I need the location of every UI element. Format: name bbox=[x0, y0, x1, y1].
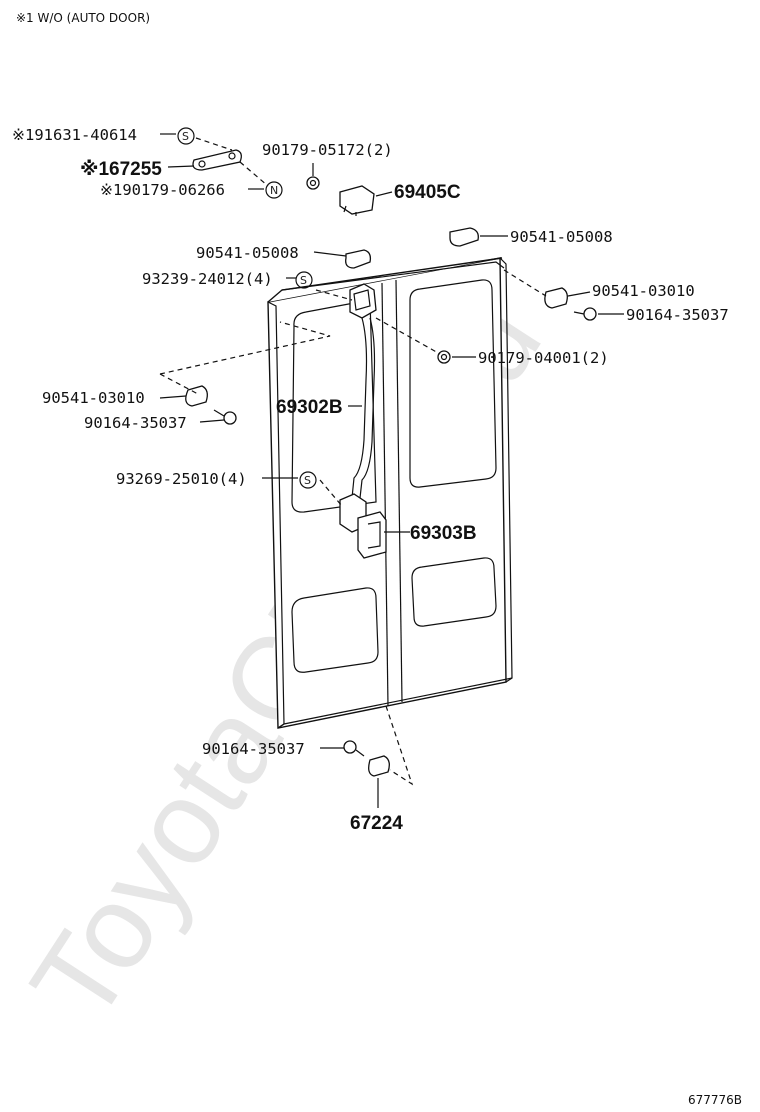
label-67255: ※167255 bbox=[80, 159, 162, 180]
label-90179-05172: 90179-05172(2) bbox=[262, 141, 393, 159]
symbol-n-90179-06266: N bbox=[265, 181, 283, 199]
bracket-69405c bbox=[339, 185, 375, 216]
label-90179-04001: 90179-04001(2) bbox=[478, 349, 609, 367]
stopper-67224 bbox=[368, 755, 390, 777]
svg-text:S: S bbox=[304, 474, 311, 487]
nut-90179-05172 bbox=[306, 176, 320, 190]
label-93239-24012: 93239-24012(4) bbox=[142, 270, 273, 288]
screw-90164-35037-right bbox=[573, 307, 597, 321]
nut-90179-04001 bbox=[437, 350, 451, 364]
label-69405c: 69405C bbox=[394, 182, 461, 203]
link-67255 bbox=[192, 149, 242, 171]
cushion-90541-05008-left bbox=[345, 249, 372, 269]
svg-text:S: S bbox=[300, 274, 307, 287]
figure-code: 677776B bbox=[688, 1093, 742, 1107]
cushion-90541-05008-upper bbox=[449, 227, 479, 247]
sliding-door-panel bbox=[267, 257, 513, 729]
label-69303b: 69303B bbox=[410, 523, 477, 544]
label-93269-25010: 93269-25010(4) bbox=[116, 470, 247, 488]
screw-90164-35037-bottom bbox=[343, 740, 365, 757]
symbol-s-93239: S bbox=[295, 271, 313, 289]
cushion-90541-03010-left bbox=[185, 385, 208, 407]
label-90164-35037-right: 90164-35037 bbox=[626, 306, 729, 324]
svg-text:N: N bbox=[270, 184, 278, 197]
symbol-s-91631: S bbox=[177, 127, 195, 145]
cushion-90541-03010-right bbox=[544, 287, 568, 309]
label-69302b: 69302B bbox=[276, 397, 343, 418]
label-67224: 67224 bbox=[350, 813, 403, 834]
symbol-s-93269: S bbox=[299, 471, 317, 489]
leader-lines bbox=[159, 133, 624, 808]
label-91631-40614: ※191631-40614 bbox=[12, 126, 137, 144]
label-90164-35037-left: 90164-35037 bbox=[84, 414, 187, 432]
label-90541-05008-right: 90541-05008 bbox=[510, 228, 613, 246]
screw-90164-35037-left bbox=[213, 409, 237, 425]
label-90541-03010-left: 90541-03010 bbox=[42, 389, 145, 407]
applicability-note: ※1 W/O (AUTO DOOR) bbox=[16, 11, 150, 25]
label-90541-05008-left: 90541-05008 bbox=[196, 244, 299, 262]
label-90164-35037-bottom: 90164-35037 bbox=[202, 740, 305, 758]
label-90541-03010-right: 90541-03010 bbox=[592, 282, 695, 300]
svg-text:S: S bbox=[182, 130, 189, 143]
assembly-dashed-lines bbox=[159, 137, 547, 786]
lock-cable-assembly bbox=[339, 283, 387, 559]
label-90179-06266: ※190179-06266 bbox=[100, 181, 225, 199]
